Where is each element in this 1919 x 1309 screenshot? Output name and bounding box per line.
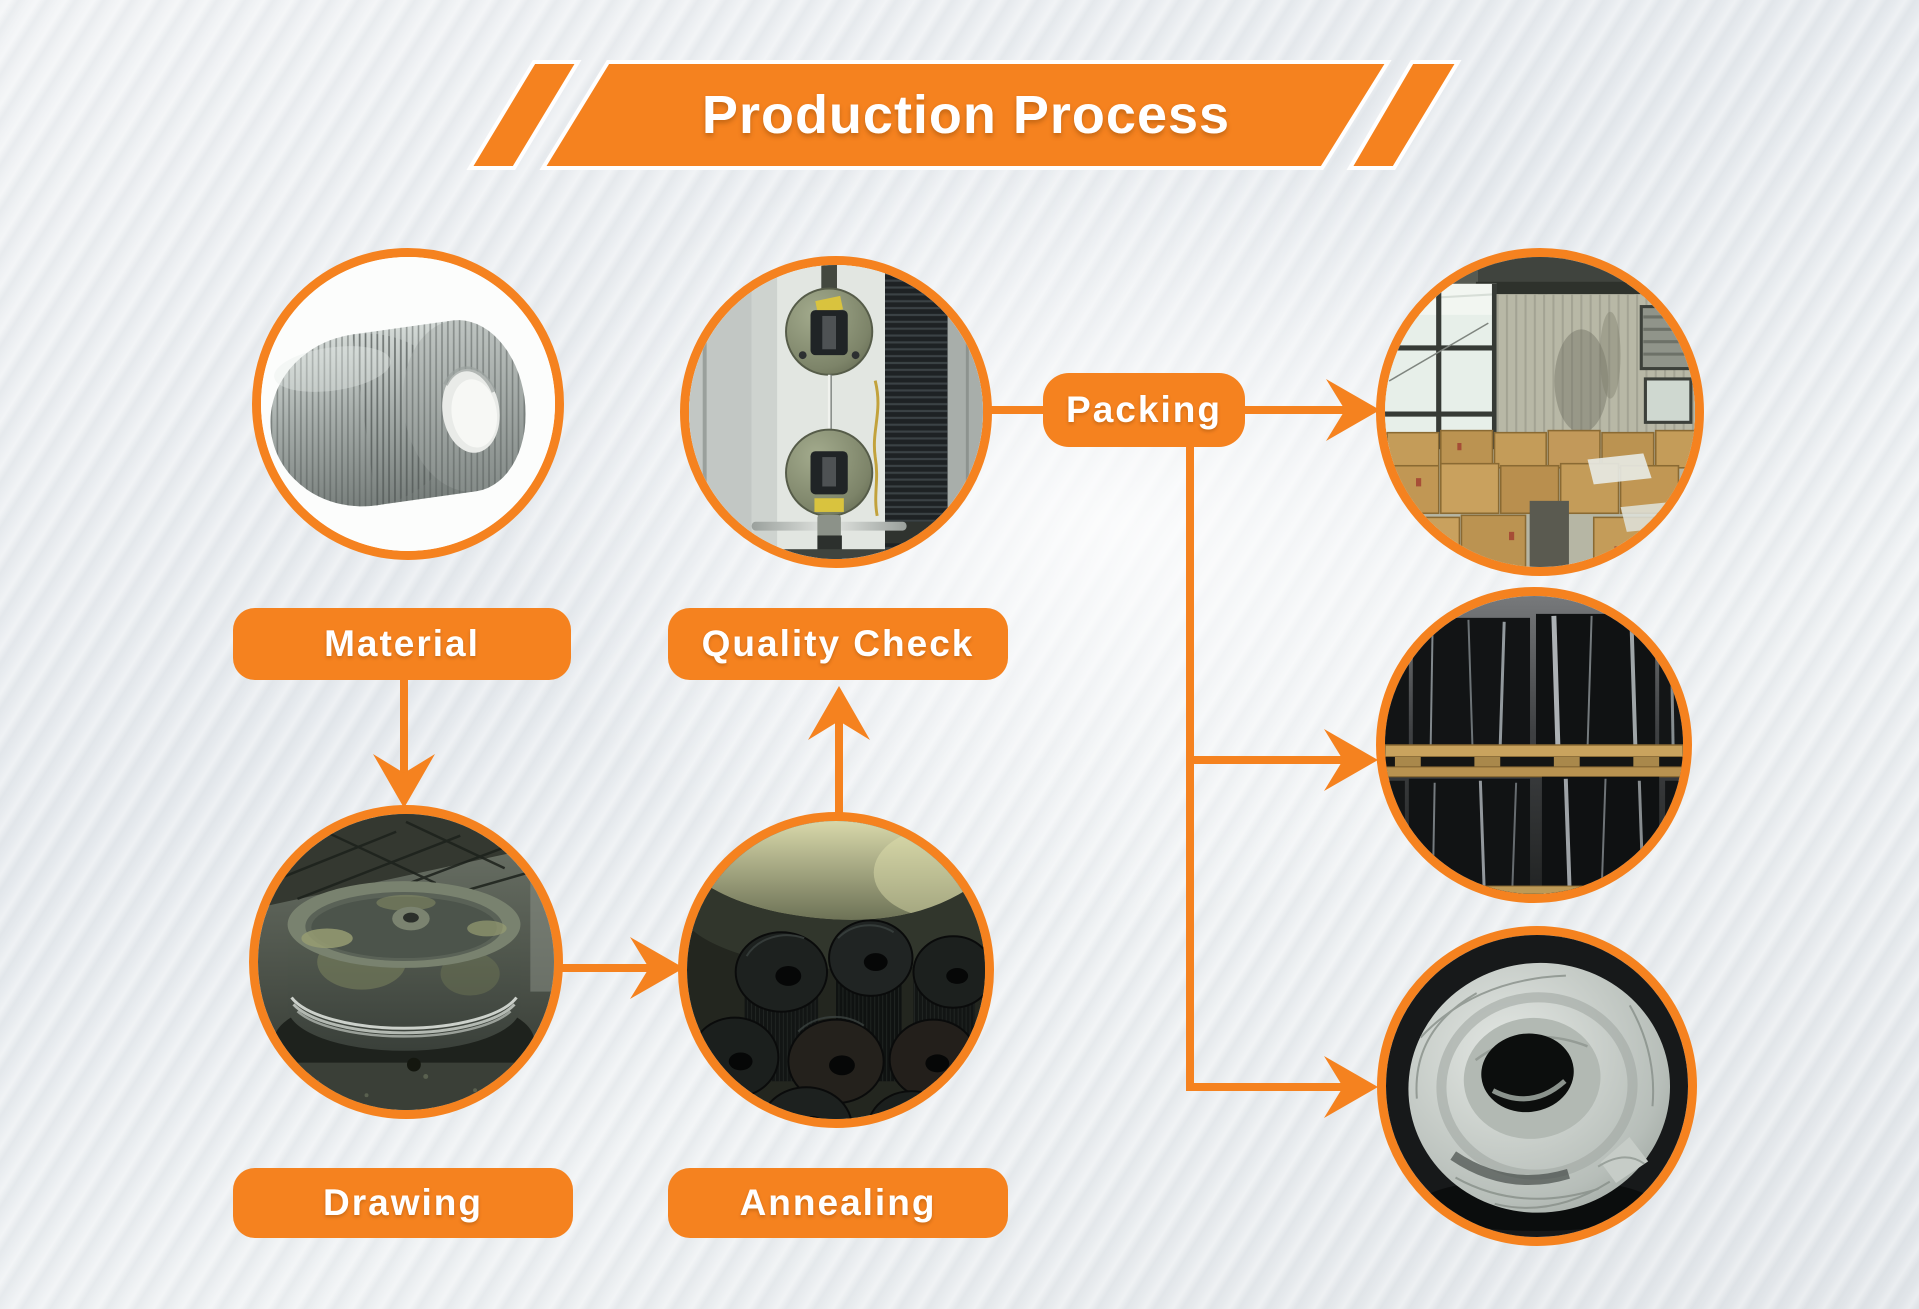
banner-plate	[539, 60, 1392, 170]
quality-check-label-text: Quality Check	[701, 623, 975, 664]
packing-coil-photo-circle	[1377, 926, 1697, 1246]
material-label: Material	[233, 608, 571, 680]
annealing-label: Annealing	[668, 1168, 1008, 1238]
packing-pallets-photo-circle	[1376, 587, 1692, 903]
paper-wrapped-wire-coil-photo	[1386, 935, 1688, 1237]
annealing-photo-circle	[678, 812, 994, 1128]
banner-right-slash	[1346, 60, 1462, 170]
page-title: Production Process	[701, 85, 1231, 145]
title-banner	[466, 60, 1462, 170]
wire-drawing-machine-drum-photo	[258, 814, 554, 1110]
steel-wire-rod-coil-photo	[261, 257, 555, 551]
banner-left-slash	[466, 60, 582, 170]
packing-label: Packing	[1043, 373, 1245, 447]
drawing-photo-circle	[249, 805, 563, 1119]
drawing-label: Drawing	[233, 1168, 573, 1238]
material-photo-circle	[252, 248, 564, 560]
packing-label-text: Packing	[1066, 389, 1222, 430]
drawing-label-text: Drawing	[323, 1182, 483, 1223]
connector-packing-trunk	[1186, 445, 1346, 1091]
wire-spools-in-annealing-drum-photo	[687, 821, 985, 1119]
material-label-text: Material	[324, 623, 480, 664]
quality-check-label: Quality Check	[668, 608, 1008, 680]
wrapped-coils-on-pallets-photo	[1385, 596, 1683, 894]
packing-boxes-photo-circle	[1376, 248, 1704, 576]
tensile-testing-machine-photo	[689, 265, 983, 559]
annealing-label-text: Annealing	[739, 1182, 937, 1223]
quality-check-photo-circle	[680, 256, 992, 568]
carton-boxes-in-warehouse-photo	[1385, 257, 1695, 567]
